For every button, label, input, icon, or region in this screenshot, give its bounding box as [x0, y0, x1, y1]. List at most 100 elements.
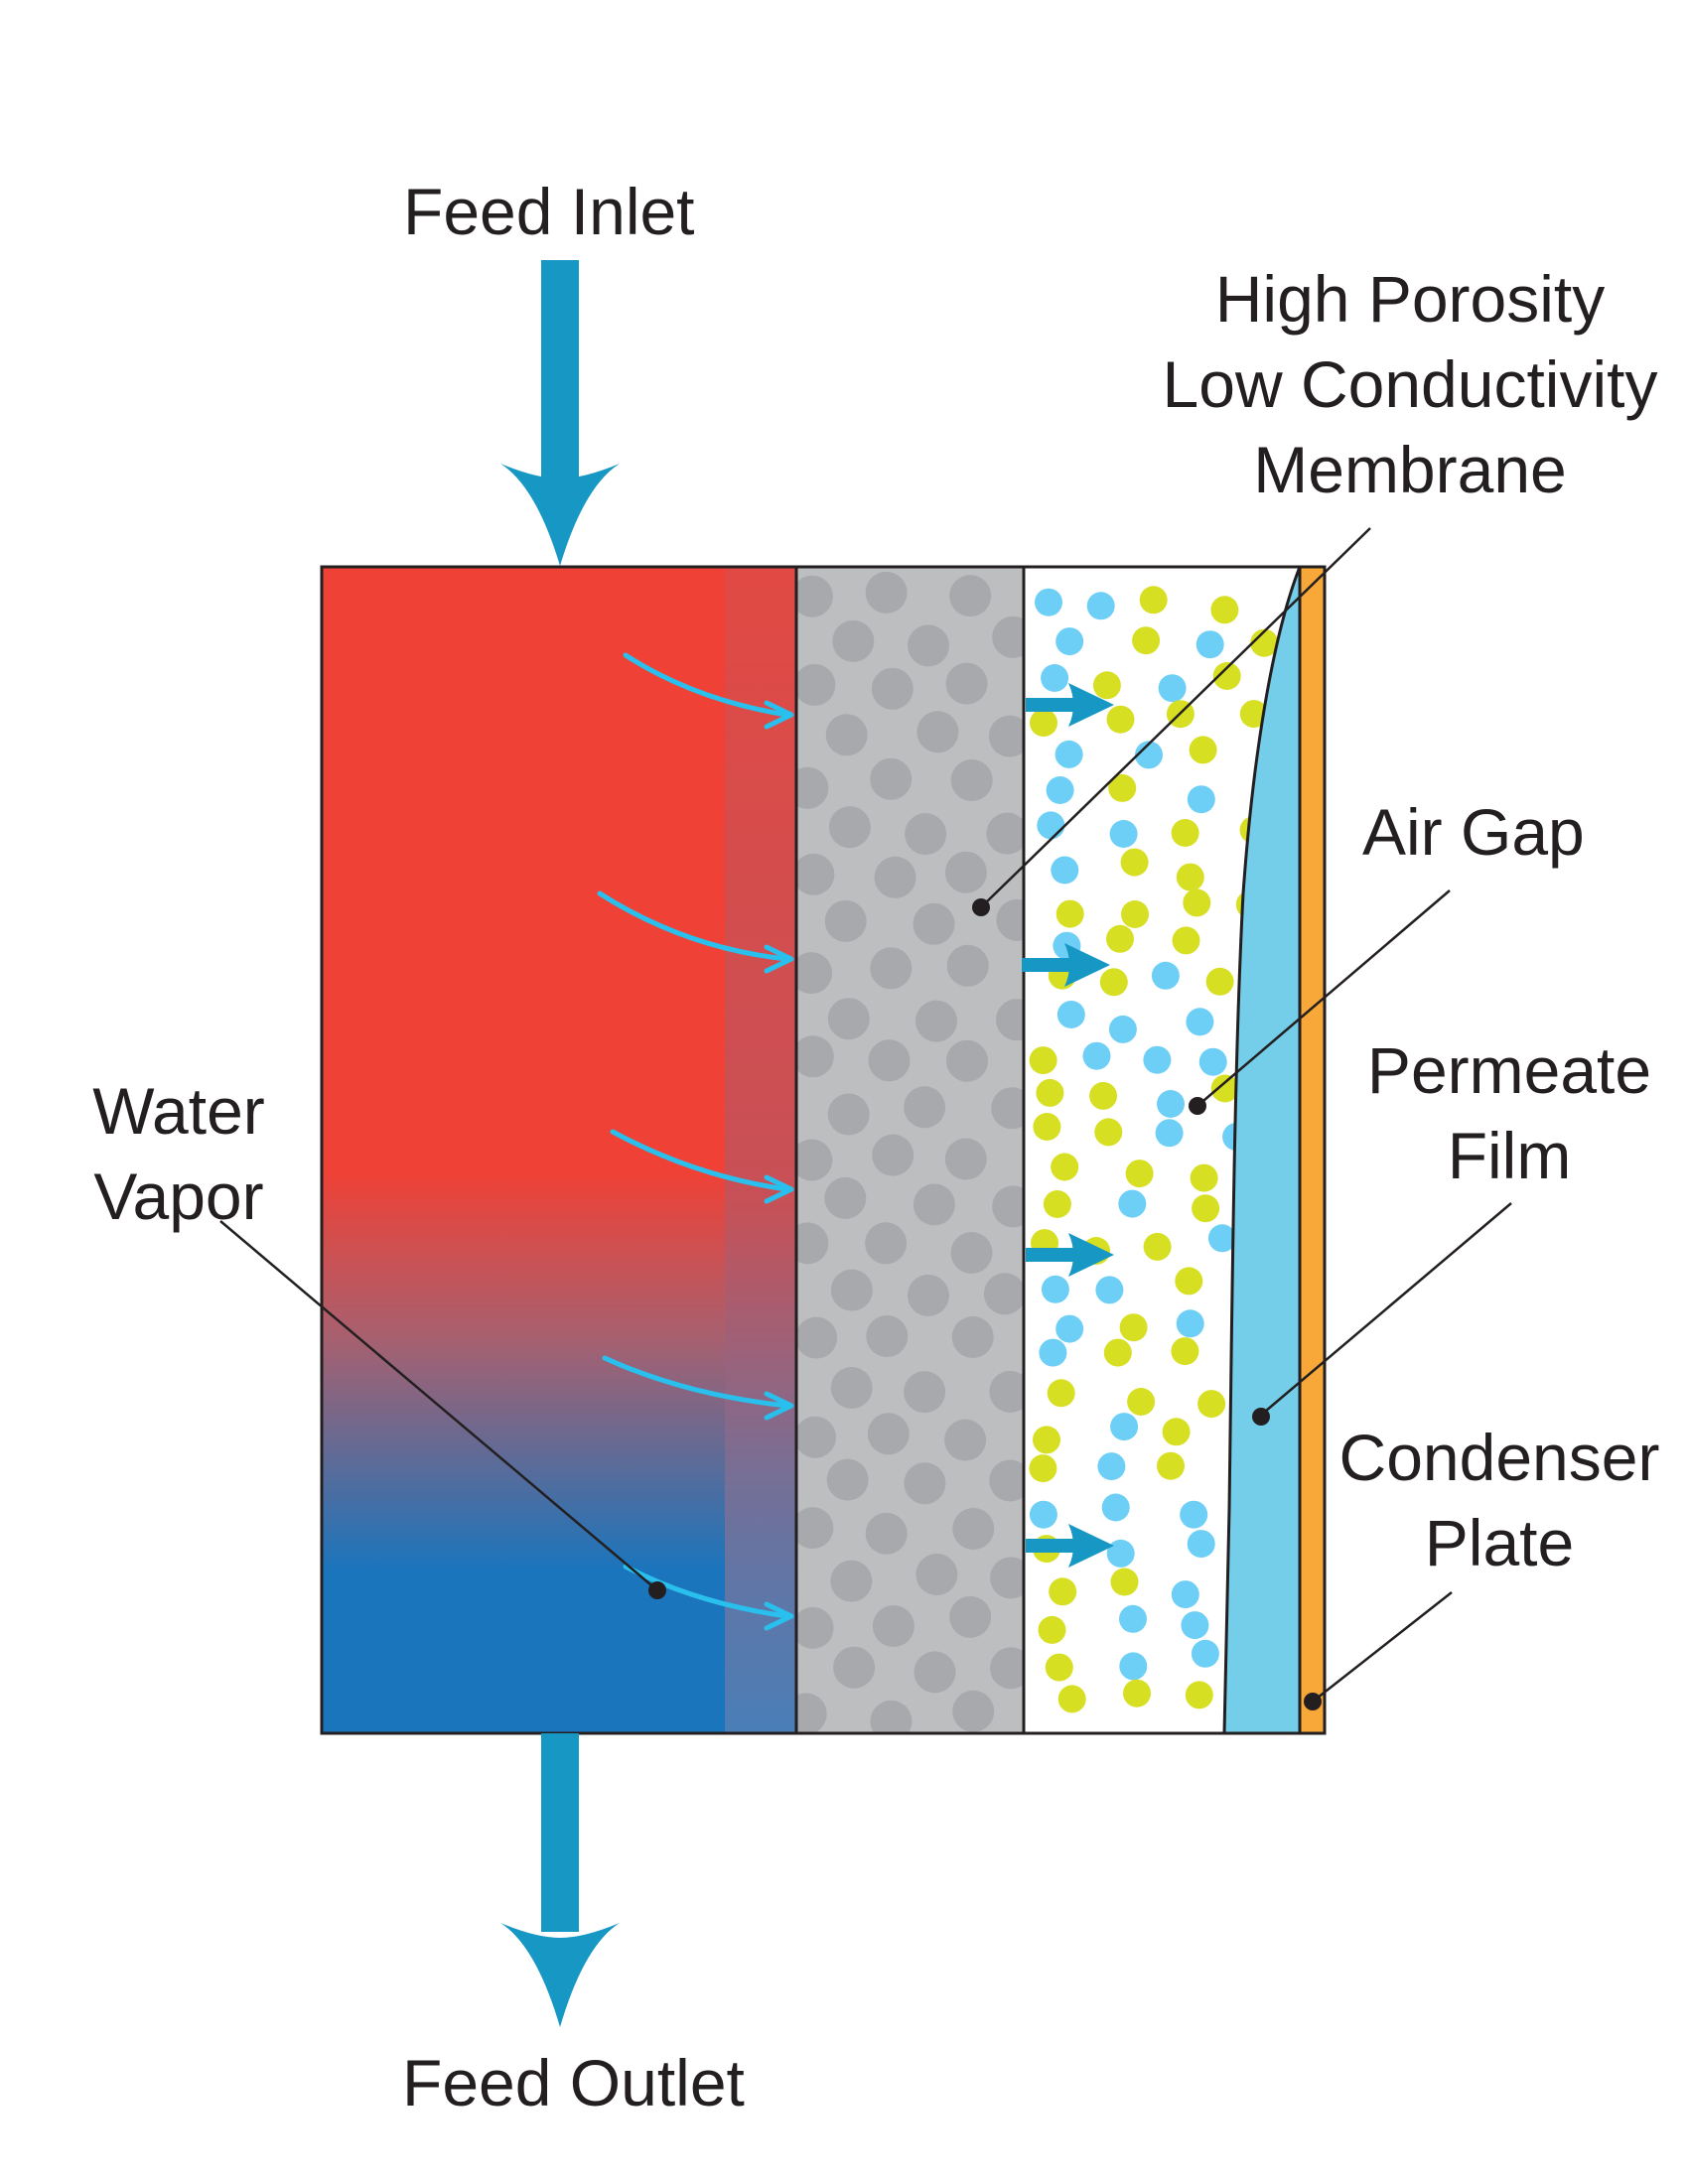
vapor-molecule: [1171, 1580, 1199, 1609]
membrane-pore: [996, 898, 1024, 941]
membrane-pore: [871, 667, 914, 710]
membrane-pore: [905, 813, 947, 856]
permeate-film-label: Permeate Film: [1321, 1027, 1688, 1198]
curved-arrow-icon: [610, 1129, 794, 1204]
air-molecule: [1127, 1388, 1156, 1416]
membrane-pore: [827, 998, 870, 1040]
vapor-molecule: [1055, 627, 1084, 656]
vapor-molecule: [1082, 1041, 1111, 1070]
membrane-pore: [913, 1183, 955, 1226]
membrane-pore: [992, 615, 1024, 658]
membrane-pore: [944, 851, 987, 893]
air-molecule: [1029, 1454, 1057, 1483]
membrane-pore: [944, 1419, 987, 1461]
membrane-leader: [980, 527, 1371, 908]
membrane-pore: [828, 806, 871, 849]
membrane-pore: [872, 1134, 914, 1176]
membrane-pore: [870, 1700, 913, 1733]
vapor-molecule: [1041, 664, 1069, 692]
membrane-pore: [946, 944, 989, 987]
vapor-molecule: [1041, 1275, 1069, 1303]
membrane-pore: [989, 1370, 1024, 1413]
air-molecule: [1210, 1074, 1239, 1103]
membrane-pore: [874, 856, 916, 898]
membrane-pore: [872, 1605, 914, 1647]
air-molecule: [1121, 900, 1149, 928]
membrane-pore: [986, 812, 1024, 855]
membrane-pore: [796, 1606, 834, 1649]
membrane-pore: [796, 1416, 836, 1458]
permeate-film: [1222, 566, 1302, 1735]
membrane-pore: [983, 1273, 1024, 1315]
vapor-molecule: [1118, 1189, 1147, 1218]
membrane-pore: [916, 711, 959, 753]
membrane-pore: [830, 1560, 873, 1602]
air-molecule: [1205, 967, 1234, 996]
air-molecule: [1176, 863, 1204, 891]
membrane-pore: [951, 1316, 994, 1358]
module-outline: [320, 565, 1327, 1735]
arrow-right-icon: [1026, 1233, 1114, 1277]
membrane-pore: [996, 999, 1024, 1041]
leader-lines: [219, 527, 1512, 1703]
membrane-pore: [904, 1086, 946, 1129]
vapor-molecule: [1155, 1119, 1184, 1148]
air-molecule: [1110, 1568, 1139, 1596]
vapor-molecule: [1056, 1001, 1085, 1028]
condenser-plate-label-line: Plate: [1424, 1506, 1575, 1579]
air-molecule: [1033, 1113, 1061, 1141]
curved-arrow-icon: [602, 1355, 794, 1421]
condenser-plate-leader: [1312, 1591, 1453, 1703]
vapor-molecule: [1143, 1045, 1172, 1074]
membrane-pore: [950, 759, 993, 801]
air-molecule: [1183, 888, 1211, 917]
air-molecule: [1190, 1163, 1218, 1192]
air-molecule: [1055, 899, 1084, 928]
air-molecule: [1092, 671, 1121, 700]
air-molecule: [1123, 1679, 1151, 1707]
membrane-pore: [952, 1690, 995, 1732]
permeate-film-label-line: Film: [1447, 1119, 1572, 1192]
arrow-down-icon: [500, 260, 620, 566]
air-molecule: [1139, 586, 1168, 614]
membrane-pore: [914, 1651, 956, 1694]
air-molecule: [1049, 1577, 1077, 1606]
air-molecule: [1171, 1337, 1199, 1366]
vapor-molecule: [1176, 1309, 1204, 1338]
air-molecule: [1057, 1685, 1086, 1713]
air-molecule: [1143, 1232, 1172, 1261]
vapor-molecule: [1029, 1500, 1057, 1529]
permeate-film-leader: [1258, 1202, 1512, 1418]
air-molecule: [1132, 626, 1161, 655]
water-vapor-label: Water Vapor: [60, 1068, 298, 1239]
air-molecule: [1120, 848, 1149, 877]
membrane-pore: [796, 1035, 834, 1078]
membrane-pore: [865, 1512, 908, 1555]
vapor-molecule: [1186, 1008, 1214, 1036]
air-molecule: [1108, 773, 1137, 802]
vapor-molecule: [1035, 588, 1062, 616]
vapor-molecule: [1119, 1652, 1148, 1681]
air-molecule: [1045, 1653, 1073, 1682]
dot-icon: [972, 898, 990, 916]
membrane-pore: [827, 1093, 870, 1136]
membrane-pore: [988, 715, 1024, 757]
air-molecule: [1119, 1313, 1148, 1342]
membrane-pore: [990, 1647, 1024, 1690]
arrow-right-icon: [1026, 1524, 1114, 1568]
vapor-molecule: [1109, 820, 1138, 848]
air-molecule: [1030, 709, 1057, 738]
membrane-pore: [830, 1269, 873, 1311]
vapor-molecule: [1051, 856, 1079, 885]
membrane-pore: [904, 1462, 946, 1505]
vapor-molecule: [1086, 592, 1115, 620]
membrane-pore: [870, 757, 913, 800]
water-vapor-label-line: Vapor: [93, 1160, 264, 1233]
vapor-molecule: [1039, 1338, 1067, 1367]
air-molecule: [1171, 819, 1199, 847]
vapor-molecule: [1097, 1452, 1126, 1481]
vapor-molecule: [1151, 961, 1180, 990]
condenser-plate-label: Condenser Plate: [1311, 1415, 1688, 1585]
curved-arrow-icon: [597, 890, 794, 974]
